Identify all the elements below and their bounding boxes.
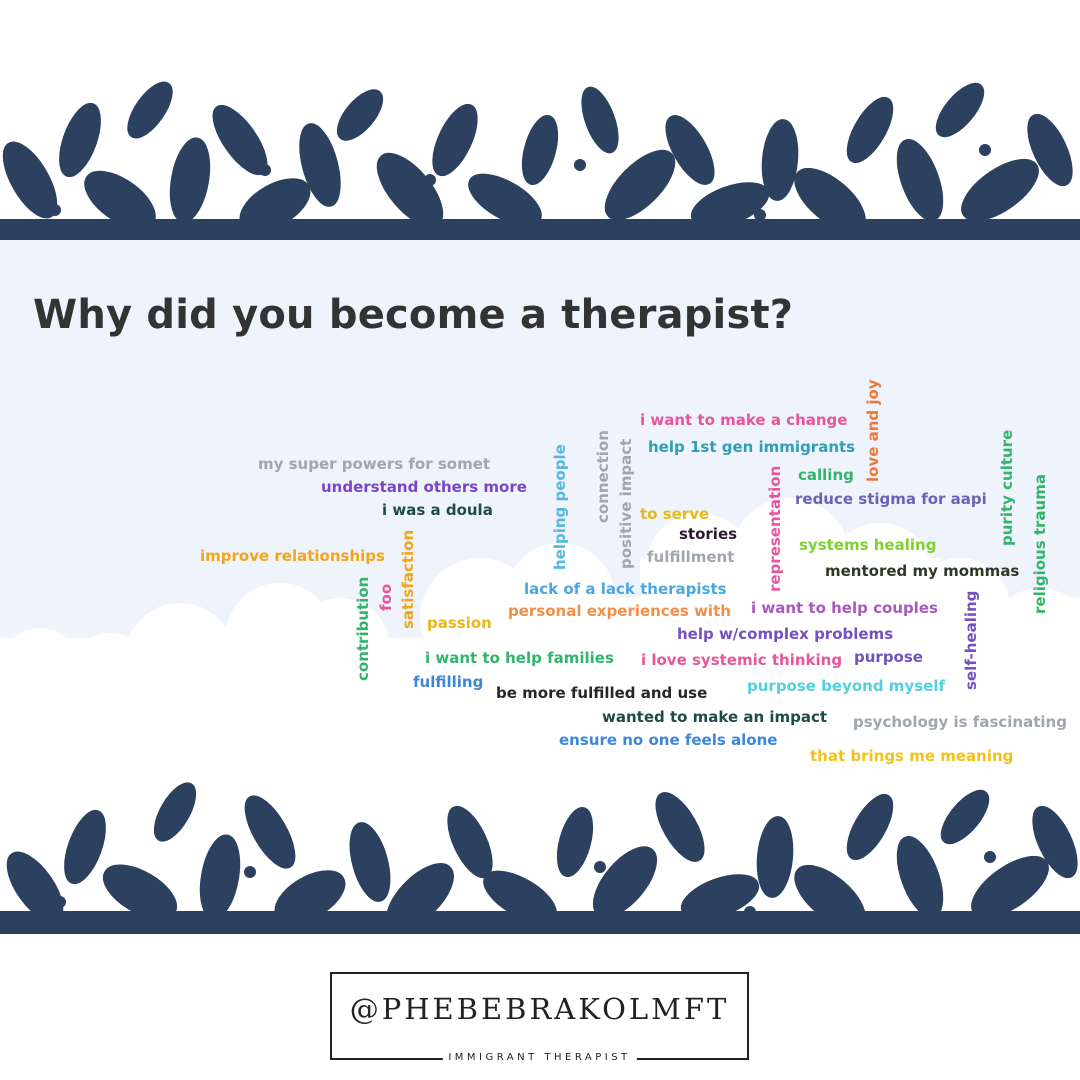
logo-handle: @PHEBEBRAKOLMFT bbox=[349, 992, 730, 1026]
word-cloud-term: wanted to make an impact bbox=[602, 708, 828, 726]
word-cloud-term: be more fulfilled and use bbox=[496, 684, 708, 702]
word-cloud-term: my super powers for somet bbox=[258, 455, 491, 473]
word-cloud-term: i was a doula bbox=[382, 501, 493, 519]
word-cloud-term: personal experiences with bbox=[508, 602, 731, 620]
foliage-bottom-decoration bbox=[0, 782, 1080, 934]
word-cloud-term: passion bbox=[427, 614, 492, 632]
word-cloud-term: fulfillment bbox=[647, 548, 735, 566]
word-cloud-term: psychology is fascinating bbox=[853, 713, 1067, 731]
word-cloud-term: foo bbox=[377, 583, 395, 611]
word-cloud-term: lack of a lack therapists bbox=[524, 580, 727, 598]
word-cloud-term: improve relationships bbox=[200, 547, 385, 565]
word-cloud-term: i want to make a change bbox=[640, 411, 848, 429]
word-cloud-term: understand others more bbox=[321, 478, 527, 496]
word-cloud-term: i want to help families bbox=[425, 649, 614, 667]
word-cloud-term: purpose beyond myself bbox=[747, 677, 945, 695]
word-cloud-term: contribution bbox=[354, 576, 372, 681]
word-cloud-term: systems healing bbox=[799, 536, 937, 554]
word-cloud-term: fulfilling bbox=[413, 673, 484, 691]
word-cloud-term: help 1st gen immigrants bbox=[648, 438, 856, 456]
word-cloud-term: purity culture bbox=[998, 429, 1016, 546]
page-title: Why did you become a therapist? bbox=[33, 292, 794, 338]
word-cloud-term: i love systemic thinking bbox=[641, 651, 843, 669]
logo-tagline: IMMIGRANT THERAPIST bbox=[442, 1052, 637, 1063]
word-cloud-term: satisfaction bbox=[399, 529, 417, 629]
word-cloud-term: mentored my mommas bbox=[825, 562, 1020, 580]
word-cloud-term: that brings me meaning bbox=[810, 747, 1014, 765]
word-cloud-term: i want to help couples bbox=[751, 599, 938, 617]
word-cloud-term: religious trauma bbox=[1031, 474, 1049, 614]
foliage-top-decoration bbox=[0, 81, 1080, 240]
word-cloud-term: connection bbox=[594, 430, 612, 523]
word-cloud-term: to serve bbox=[640, 505, 710, 523]
word-cloud-term: representation bbox=[766, 465, 784, 592]
word-cloud-term: self-healing bbox=[962, 590, 980, 690]
word-cloud-term: helping people bbox=[551, 444, 569, 570]
word-cloud-term: reduce stigma for aapi bbox=[795, 490, 987, 508]
word-cloud-term: calling bbox=[798, 466, 854, 484]
word-cloud-term: stories bbox=[679, 525, 738, 543]
brand-logo: @PHEBEBRAKOLMFT IMMIGRANT THERAPIST bbox=[330, 972, 749, 1063]
word-cloud-term: help w/complex problems bbox=[677, 625, 894, 643]
word-cloud-term: purpose bbox=[854, 648, 923, 666]
word-cloud-term: love and joy bbox=[864, 379, 882, 482]
word-cloud-term: ensure no one feels alone bbox=[559, 731, 778, 749]
word-cloud-term: positive impact bbox=[617, 438, 635, 569]
